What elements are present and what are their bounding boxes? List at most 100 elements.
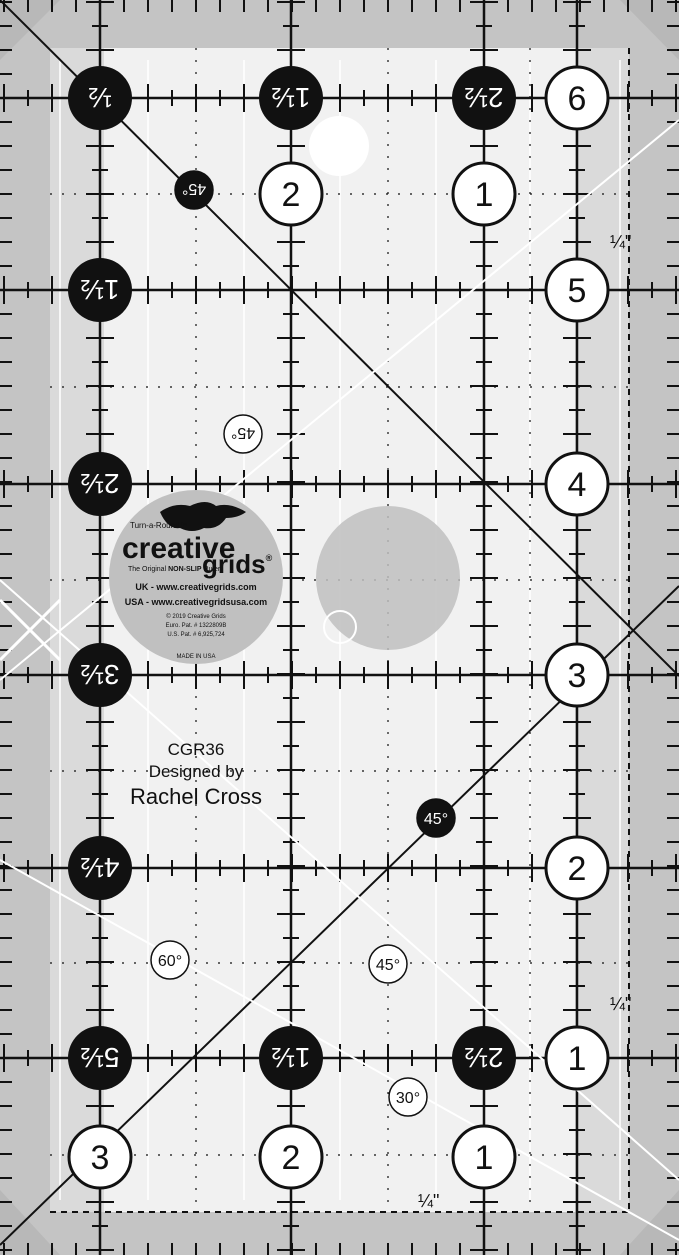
bottom-number-3: 3: [67, 1124, 133, 1190]
marker-disc: [68, 836, 132, 900]
marker-label: 1½: [272, 82, 311, 113]
marker-label: 2: [282, 1139, 301, 1177]
angle-disc: [174, 170, 214, 210]
marker-label: 1: [475, 1139, 494, 1177]
angle-label-45: 45°: [368, 944, 408, 984]
angle-disc: [150, 940, 190, 980]
angle-label-center: 45°: [416, 798, 456, 838]
quarter-inch-dashed-lines: [50, 48, 630, 1213]
top-black-label-1: 1½: [259, 66, 323, 130]
turn-circle-large: [316, 506, 460, 650]
right-number-3: 3: [544, 642, 610, 708]
marker-label: 4½: [81, 852, 120, 883]
logo-uk-url: UK - www.creativegrids.com: [135, 582, 256, 592]
turn-circle-small: [323, 610, 357, 644]
marker-label: 6: [568, 80, 587, 118]
angle-disc: [388, 1077, 428, 1117]
logo-usa-url: USA - www.creativegridsusa.com: [125, 597, 267, 607]
logo-made-in: MADE IN USA: [176, 654, 215, 660]
marker-ring: [451, 161, 517, 227]
svg-text:creative: creative: [122, 532, 235, 565]
logo-tagline: Turn-a-Round™: [130, 521, 188, 530]
bottom-black-label-1: 2½: [452, 1026, 516, 1090]
designed-by: Designed by: [149, 762, 244, 781]
marker-disc: [452, 66, 516, 130]
angle-label-top: 45°: [174, 170, 214, 210]
marker-label: 2½: [81, 468, 120, 499]
inner-number-1: 1: [451, 161, 517, 227]
marker-label: ½: [88, 82, 111, 113]
marker-label: 3½: [81, 659, 120, 690]
marker-ring: [544, 642, 610, 708]
stamp-disc: [109, 490, 283, 664]
right-number-1: 1: [544, 1025, 610, 1091]
right-number-4: 4: [544, 451, 610, 517]
marker-label: 4: [568, 466, 587, 504]
marker-ring: [544, 835, 610, 901]
logo-brand-creative: creative: [122, 532, 235, 565]
top-black-label-0: ½: [68, 66, 132, 130]
marker-ring: [544, 1025, 610, 1091]
angle-text: 30°: [396, 1090, 420, 1107]
angle-label-mid: 45°: [223, 414, 263, 454]
logo-us-pat: U.S. Pat. # 6,925,724: [167, 632, 225, 638]
svg-text:grids®: grids®: [202, 549, 273, 579]
angle-text: 45°: [424, 811, 448, 828]
marker-label: 2½: [465, 1042, 504, 1073]
quarter-mark-lower: ¼": [610, 994, 631, 1014]
marker-label: 1: [475, 176, 494, 214]
logo-brand-grids: grids: [202, 549, 266, 579]
marker-disc: [68, 66, 132, 130]
quarter-mark-bottom: ¼": [418, 1191, 439, 1211]
marker-label: 1: [568, 1040, 587, 1078]
angle-text: 60°: [158, 953, 182, 970]
marker-label: 2½: [465, 82, 504, 113]
marker-disc: [259, 66, 323, 130]
marker-label: 1½: [81, 274, 120, 305]
top-black-label-2: 2½: [452, 66, 516, 130]
right-number-2: 2: [544, 835, 610, 901]
angle-label-60: 60°: [150, 940, 190, 980]
angle-text: 45°: [376, 957, 400, 974]
marker-disc: [68, 258, 132, 322]
angle-text: 45°: [231, 424, 255, 441]
white-cross-2: [0, 598, 62, 662]
angle-disc: [368, 944, 408, 984]
angle-text: 45°: [182, 180, 206, 197]
marker-label: 2: [568, 850, 587, 888]
brand-stamp: Turn-a-Round™ creative grids® The Origin…: [109, 490, 283, 664]
marker-label: 5: [568, 272, 587, 310]
marker-disc: [68, 643, 132, 707]
left-black-label-0: 1½: [68, 258, 132, 322]
marker-ring: [451, 1124, 517, 1190]
logo-registered: ®: [266, 553, 273, 563]
right-number-5: 5: [544, 257, 610, 323]
left-black-label-3: 4½: [68, 836, 132, 900]
marker-ring: [258, 161, 324, 227]
quarter-mark-top: ¼": [610, 232, 631, 252]
marker-ring: [544, 65, 610, 131]
product-code: CGR36: [168, 740, 225, 759]
angle-disc: [416, 798, 456, 838]
bottom-black-label-0: 1½: [259, 1026, 323, 1090]
bottom-number-2: 2: [258, 1124, 324, 1190]
marker-ring: [544, 451, 610, 517]
marker-ring: [258, 1124, 324, 1190]
logo-subtitle-b: NON-SLIP: [168, 566, 202, 573]
right-number-6: 6: [544, 65, 610, 131]
angle-label-30: 30°: [388, 1077, 428, 1117]
marker-label: 3: [568, 657, 587, 695]
logo-euro-pat: Euro. Pat. # 1322809B: [166, 623, 227, 629]
marker-label: 5½: [81, 1042, 120, 1073]
marker-label: 1½: [272, 1042, 311, 1073]
svg-text:The Original NON-SLIP Ruler: The Original NON-SLIP Ruler: [128, 566, 221, 573]
logo-subtitle-c: Ruler: [202, 566, 221, 573]
bottom-number-1: 1: [451, 1124, 517, 1190]
marker-label: 3: [91, 1139, 110, 1177]
marker-disc: [68, 452, 132, 516]
fox-icon: [160, 502, 246, 531]
marker-disc: [259, 1026, 323, 1090]
product-info: CGR36 Designed by Rachel Cross: [130, 740, 262, 809]
